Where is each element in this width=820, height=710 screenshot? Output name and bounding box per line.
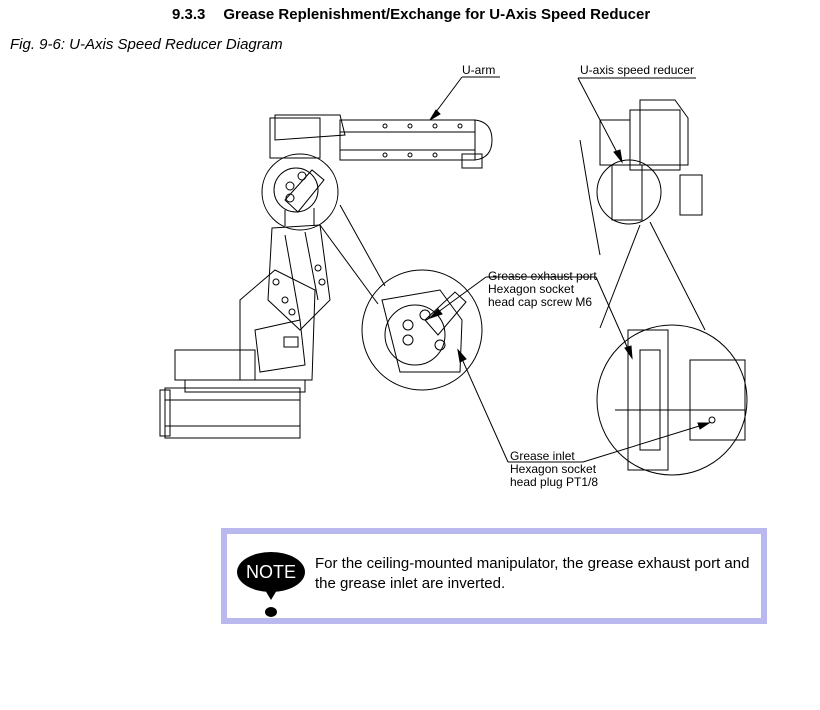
callout-exhaust-line-2: Hexagon socket	[488, 282, 575, 296]
callout-u-axis-reducer: U-axis speed reducer	[580, 63, 695, 77]
note-inner: NOTE For the ceiling-mounted manipulator…	[227, 534, 761, 618]
callout-grease-inlet: Grease inlet Hexagon socket head plug PT…	[510, 450, 598, 489]
callout-exhaust-line-3: head cap screw M6	[488, 295, 593, 309]
note-box: NOTE For the ceiling-mounted manipulator…	[221, 528, 767, 624]
leader-lines	[428, 76, 711, 463]
callout-grease-exhaust: Grease exhaust port Hexagon socket head …	[488, 270, 597, 309]
robot-front-view	[579, 99, 703, 256]
note-icon: NOTE	[237, 552, 305, 617]
figure-caption: Fig. 9-6: U-Axis Speed Reducer Diagram	[10, 36, 283, 53]
detail-circle-joint	[319, 204, 483, 391]
callout-exhaust-line-1: Grease exhaust port	[488, 269, 597, 283]
section-heading: 9.3.3 Grease Replenishment/Exchange for U…	[172, 6, 650, 23]
callout-inlet-line-3: head plug PT1/8	[510, 475, 599, 489]
note-text: For the ceiling-mounted manipulator, the…	[315, 555, 750, 592]
section-title: Grease Replenishment/Exchange for U-Axis…	[223, 6, 651, 23]
section-number: 9.3.3	[172, 6, 206, 23]
callout-inlet-line-2: Hexagon socket	[510, 462, 597, 476]
detail-circle-reducer	[596, 221, 748, 476]
robot-side-view	[159, 114, 493, 439]
note-icon-label: NOTE	[246, 562, 296, 582]
u-axis-reducer-diagram	[159, 76, 748, 476]
callout-inlet-line-1: Grease inlet	[510, 449, 575, 463]
callout-u-arm: U-arm	[462, 63, 496, 77]
